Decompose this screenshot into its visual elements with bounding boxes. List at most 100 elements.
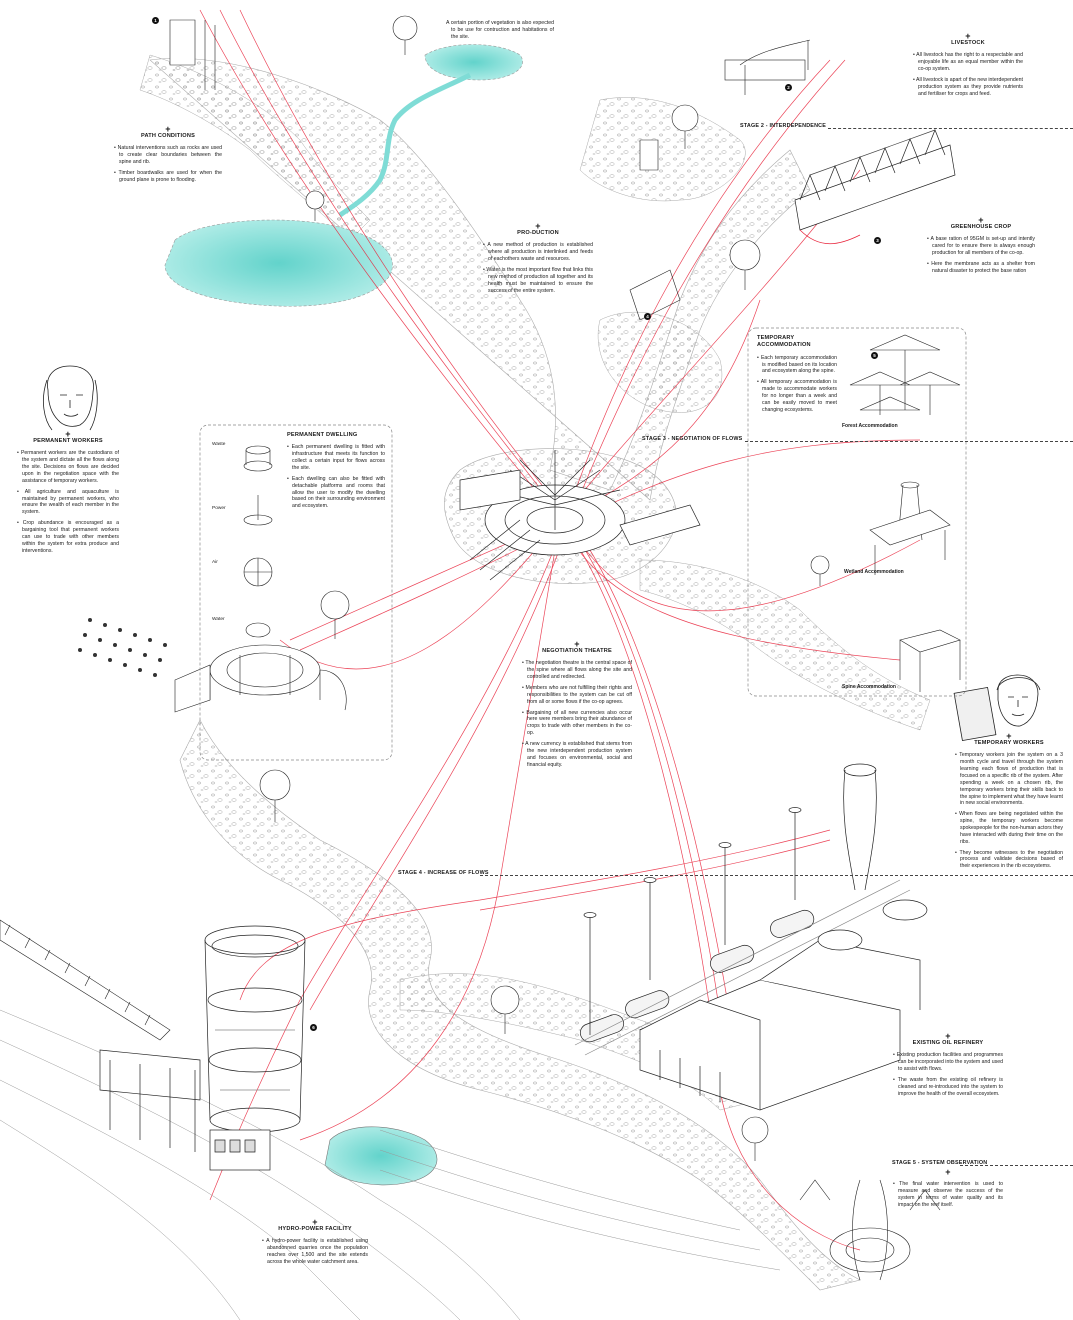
rib-path-wetland [639, 559, 931, 731]
note-livestock-title: +LIVESTOCK [913, 32, 1023, 47]
pond-large [164, 219, 393, 307]
dwelling-label-waste: Waste [212, 442, 226, 447]
trees [259, 15, 830, 1161]
stage-5-label: STAGE 5 - SYSTEM OBSERVATION [892, 1160, 988, 1166]
note-negotiation-theatre: +NEGOTIATION THEATRE The negotiation the… [522, 640, 632, 772]
plus-icon: + [65, 429, 71, 439]
note-observation-title: + [893, 1167, 1003, 1177]
note-temp-workers-item: They become witnesses to the negotiation… [955, 850, 1063, 871]
note-path-item: Natural interventions such as rocks are … [114, 145, 222, 166]
stage-4-label: STAGE 4 - INCREASE OF FLOWS [398, 870, 489, 876]
water-bodies [164, 44, 523, 1186]
pond-top [424, 44, 523, 81]
marker-6: 6 [310, 1024, 317, 1031]
panel-accommodation-frame [747, 327, 967, 697]
note-system-observation: + The final water intervention is used t… [893, 1168, 1003, 1212]
note-livestock: +LIVESTOCK All livestock has the right t… [913, 32, 1023, 102]
note-hydro-power: +HYDRO-POWER FACILITY A hydro-power faci… [262, 1218, 368, 1270]
note-dwelling-item: Each permanent dwelling is fitted with i… [287, 444, 385, 471]
note-path-conditions: +PATH CONDITIONS Natural interventions s… [114, 125, 222, 188]
note-greenhouse-item: A base ration of 95GM is set-up and inte… [927, 236, 1035, 257]
note-oil-title: +EXISTING OIL REFINERY [893, 1032, 1003, 1047]
plus-icon: + [1006, 731, 1012, 741]
note-greenhouse-item: Here the membrane acts as a shelter from… [927, 261, 1035, 275]
note-vegetation-text: A certain portion of vegetation is also … [446, 20, 554, 40]
rib-path-temp [597, 312, 723, 413]
note-hydro-title: +HYDRO-POWER FACILITY [262, 1218, 368, 1233]
note-livestock-item: All livestock has the right to a respect… [913, 52, 1023, 73]
note-production: +PRO-DUCTION A new method of production … [483, 222, 593, 298]
note-theatre-item: Bargaining of all new currencies also oc… [522, 710, 632, 737]
stream [338, 72, 472, 218]
plus-icon: + [965, 31, 971, 41]
note-temp-workers-item: When flows are being negotiated within t… [955, 811, 1063, 845]
crop-field [78, 618, 167, 677]
plus-icon: + [312, 1217, 318, 1227]
marker-2: 2 [785, 84, 792, 91]
greenhouse [794, 129, 956, 244]
pond-bottom [324, 1126, 438, 1186]
dwelling-label-power: Power [212, 506, 226, 511]
site-objects [169, 19, 941, 1281]
note-theatre-title: +NEGOTIATION THEATRE [522, 640, 632, 655]
stage-3-label: STAGE 3 - NEGOTIATION OF FLOWS [642, 436, 743, 442]
panel-dwelling-frame [199, 424, 393, 761]
note-perm-workers-item: All agriculture and aquaculture is maint… [17, 489, 119, 516]
marker-5: 5 [871, 352, 878, 359]
note-oil-refinery: +EXISTING OIL REFINERY Existing producti… [893, 1032, 1003, 1102]
note-hydro-item: A hydro-power facility is established us… [262, 1238, 368, 1265]
note-greenhouse-title: +GREENHOUSE CROP [927, 216, 1035, 231]
plus-icon: + [574, 639, 580, 649]
temp-accommodations [849, 334, 961, 692]
note-livestock-item: All livestock is apart of the new interd… [913, 77, 1023, 98]
note-vegetation: A certain portion of vegetation is also … [446, 20, 554, 45]
plus-icon: + [165, 124, 171, 134]
caption-forest-accommodation: Forest Accommodation [842, 423, 898, 429]
note-greenhouse: +GREENHOUSE CROP A base ration of 95GM i… [927, 216, 1035, 279]
marker-4: 4 [644, 313, 651, 320]
note-dwelling-item: Each dwelling can also be fitted with de… [287, 476, 385, 510]
note-perm-workers-item: Permanent workers are the custodians of … [17, 450, 119, 484]
note-oil-item: Existing production facilities and progr… [893, 1052, 1003, 1073]
permanent-dwelling-stack [174, 445, 347, 713]
note-production-item: Water is the most important flow that li… [483, 267, 593, 294]
note-oil-item: The waste from the existing oil refinery… [893, 1077, 1003, 1098]
note-perm-workers-item: Crop abundance is encouraged as a bargai… [17, 520, 119, 554]
stage-4-line [480, 875, 1073, 876]
temporary-worker-portrait [953, 674, 1041, 742]
note-temp-acc-title: TEMPORARY ACCOMMODATION [757, 335, 811, 349]
note-theatre-item: The negotiation theatre is the central s… [522, 660, 632, 681]
note-permanent-workers: +PERMANENT WORKERS Permanent workers are… [17, 430, 119, 558]
plus-icon: + [945, 1031, 951, 1041]
ground-paths [139, 54, 931, 1291]
note-theatre-item: Members who are not fulfilling their rig… [522, 685, 632, 706]
hydro-tower [99, 925, 306, 1171]
marker-3: 3 [874, 237, 881, 244]
caption-wetland-accommodation: Wetland Accommodation [844, 569, 904, 575]
note-temporary-workers: +TEMPORARY WORKERS Temporary workers joi… [955, 732, 1063, 874]
negotiation-theatre [459, 450, 701, 581]
note-perm-workers-title: +PERMANENT WORKERS [17, 430, 119, 445]
note-temp-acc-item: All temporary accommodation is made to a… [757, 379, 837, 413]
plus-icon: + [945, 1167, 951, 1177]
plus-icon: + [978, 215, 984, 225]
note-permanent-dwelling: PERMANENT DWELLING Each permanent dwelli… [287, 432, 385, 514]
note-temp-acc-item: Each temporary accommodation is modified… [757, 355, 837, 376]
note-dwelling-title: PERMANENT DWELLING [287, 432, 358, 438]
caption-spine-accommodation: Spine Accommodation [842, 684, 896, 690]
stage-3-line [745, 441, 1073, 442]
stage-5-line [960, 1165, 1073, 1166]
note-temporary-accommodation: TEMPORARY ACCOMMODATION Each temporary a… [757, 335, 837, 418]
note-path-title: +PATH CONDITIONS [114, 125, 222, 140]
marker-1: 1 [152, 17, 159, 24]
note-temp-workers-item: Temporary workers join the system on a 3… [955, 752, 1063, 807]
note-production-title: +PRO-DUCTION [483, 222, 593, 237]
stage-2-label: STAGE 2 - INTERDEPENDENCE [740, 123, 827, 129]
permanent-worker-portrait [42, 365, 98, 431]
note-observation-item: The final water intervention is used to … [893, 1181, 1003, 1208]
boardwalk-left [0, 919, 171, 1041]
terrain-contours [0, 1009, 781, 1320]
note-temp-workers-title: +TEMPORARY WORKERS [955, 732, 1063, 747]
note-theatre-item: A new currency is established that stems… [522, 741, 632, 768]
